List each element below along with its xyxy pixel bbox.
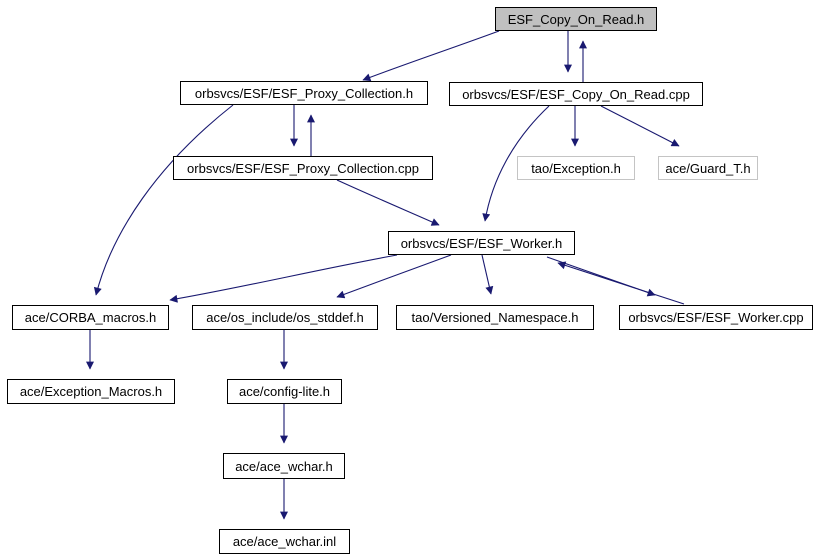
edge-copy-on-read-h-to-proxy-collection-h <box>362 30 500 82</box>
node-esf-proxy-collection-h[interactable]: orbsvcs/ESF/ESF_Proxy_Collection.h <box>180 81 428 105</box>
node-esf-worker-cpp[interactable]: orbsvcs/ESF/ESF_Worker.cpp <box>619 305 813 330</box>
node-tao-versioned-namespace-h[interactable]: tao/Versioned_Namespace.h <box>396 305 594 330</box>
node-ace-os-stddef-h[interactable]: ace/os_include/os_stddef.h <box>192 305 378 330</box>
node-esf-copy-on-read-h[interactable]: ESF_Copy_On_Read.h <box>495 7 657 31</box>
edge-esf-worker-h-to-corba-macros-h <box>169 254 398 303</box>
edge-proxy-collection-cpp-to-esf-worker-h <box>336 179 440 226</box>
edge-proxy-collection-h-to-corba-macros-h <box>93 104 234 296</box>
edge-copy-on-read-cpp-to-ace-guard-t-h <box>600 105 680 147</box>
node-esf-copy-on-read-cpp[interactable]: orbsvcs/ESF/ESF_Copy_On_Read.cpp <box>449 82 703 106</box>
node-ace-ace-wchar-inl[interactable]: ace/ace_wchar.inl <box>219 529 350 554</box>
edge-esf-worker-h-to-os-stddef-h <box>336 254 452 299</box>
node-ace-exception-macros-h[interactable]: ace/Exception_Macros.h <box>7 379 175 404</box>
node-ace-corba-macros-h[interactable]: ace/CORBA_macros.h <box>12 305 169 330</box>
edge-esf-worker-cpp-to-esf-worker-h <box>557 261 685 305</box>
node-ace-ace-wchar-h[interactable]: ace/ace_wchar.h <box>223 453 345 479</box>
node-tao-exception-h[interactable]: tao/Exception.h <box>517 156 635 180</box>
node-ace-config-lite-h[interactable]: ace/config-lite.h <box>227 379 342 404</box>
node-esf-proxy-collection-cpp[interactable]: orbsvcs/ESF/ESF_Proxy_Collection.cpp <box>173 156 433 180</box>
node-esf-worker-h[interactable]: orbsvcs/ESF/ESF_Worker.h <box>388 231 575 255</box>
node-ace-guard-t-h[interactable]: ace/Guard_T.h <box>658 156 758 180</box>
edge-esf-worker-h-to-versioned-namespace-h <box>481 254 494 295</box>
edge-copy-on-read-cpp-to-esf-worker-h <box>482 105 550 222</box>
